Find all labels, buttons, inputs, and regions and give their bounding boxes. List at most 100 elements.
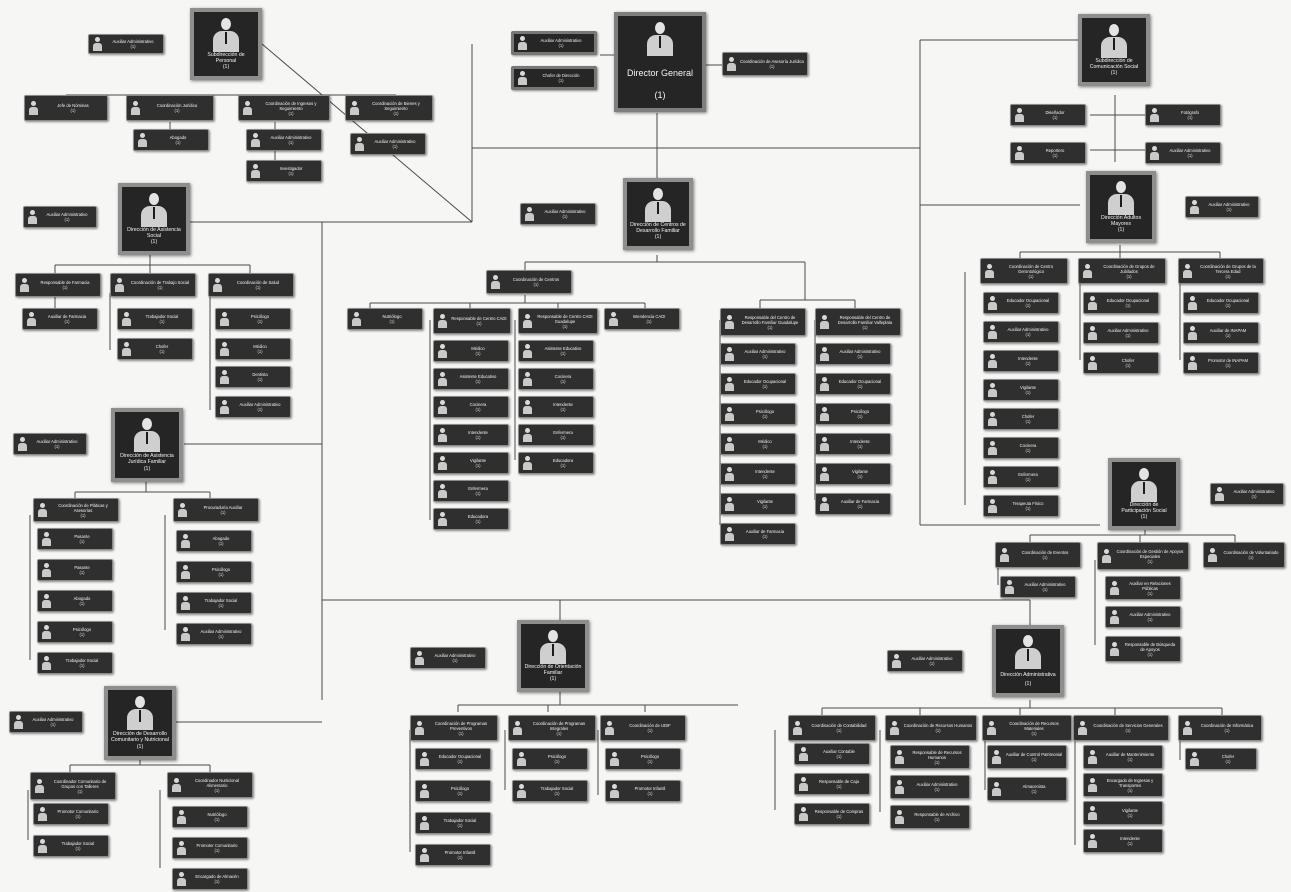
position-coordinacion-de-recursos-humanos[interactable]: Coordinación de Recursos Humanos(1) [885,715,977,741]
position-abogado[interactable]: Abogado(1) [37,590,113,612]
position-promotor-comunitario[interactable]: Promotor Comunitario(1) [172,837,248,859]
position-auxiliar-administrativo[interactable]: Auxiliar Administrativo(1) [890,775,970,799]
position-auxiliar-de-control-patrimonial[interactable]: Auxiliar de Control Patrimonial(1) [987,745,1067,769]
position-coordinacion-de-gestion-de-apoyos-especiales[interactable]: Coordinación de Gestión de Apoyos Especi… [1097,542,1189,570]
position-responsable-de-compras[interactable]: Responsable de Compras(1) [794,803,870,825]
position-responsable-de-caja[interactable]: Responsable de Caja(1) [794,773,870,795]
unit-direccion-de-asistencia-social[interactable]: Dirección de Asistencia Social(1) [118,183,190,255]
position-coordinacion-de-servicios-generales[interactable]: Coordinación de Servicios Generales(1) [1073,715,1169,741]
position-asistente-educativo[interactable]: Asistente Educativo(1) [433,368,509,390]
unit-direccion-adultos-mayores[interactable]: Dirección Adultos Mayores(1) [1086,171,1156,243]
position-abogado[interactable]: Abogado(1) [176,530,252,552]
position-chofer[interactable]: Chofer(1) [983,408,1059,430]
position-responsable-de-farmacia[interactable]: Responsable de Farmacia(1) [15,273,101,297]
position-coordinacion-juridica[interactable]: Coordinación Jurídica(1) [126,95,214,121]
position-auxiliar-administrativo[interactable]: Auxiliar Administrativo(1) [1145,142,1221,164]
position-encargado-de-ingresos-y-transportes[interactable]: Encargado de Ingresos y Transportes(1) [1083,773,1163,797]
unit-director-general[interactable]: Director General(1) [614,12,706,112]
position-educador-ocupacional[interactable]: Educador Ocupacional(1) [815,373,891,395]
position-abogado[interactable]: Abogado(1) [133,129,209,151]
position-trabajador-social[interactable]: Trabajador Social(1) [176,592,252,614]
position-educador-ocupacional[interactable]: Educador Ocupacional(1) [983,292,1059,314]
position-auxiliar-administrativo[interactable]: Auxiliar Administrativo(1) [1105,606,1181,628]
position-educadora[interactable]: Educadora(1) [518,452,594,474]
position-intendente[interactable]: Intendente(1) [1083,829,1163,853]
position-nutriologo[interactable]: Nutriólogo(1) [347,308,423,330]
position-auxiliar-administrativo[interactable]: Auxiliar Administrativo(1) [720,343,796,365]
position-cocinera[interactable]: Cocinera(1) [983,437,1059,459]
position-intendente[interactable]: Intendente(1) [720,463,796,485]
position-responsable-de-archivo[interactable]: Responsable de Archivo(1) [890,805,970,829]
position-trabajador-social[interactable]: Trabajador Social(1) [37,652,113,674]
position-auxiliar-administrativo[interactable]: Auxiliar Administrativo(1) [887,650,963,672]
unit-direccion-de-centros-de-desarrollo-familiar[interactable]: Dirección de Centros de Desarrollo Famil… [623,178,693,250]
position-vigilante[interactable]: Vigilante(1) [815,463,891,485]
position-coordinacion-de-programas-integrales[interactable]: Coordinación de Programas Integrales(1) [508,715,596,741]
position-promotor-infantil[interactable]: Promotor Infantil(1) [415,844,491,866]
position-trabajador-social[interactable]: Trabajador Social(1) [415,812,491,834]
position-cocinera[interactable]: Cocinera(1) [518,368,594,390]
position-auxiliar-administrativo[interactable]: Auxiliar Administrativo(1) [1210,483,1284,505]
position-intendente[interactable]: Intendente(1) [983,350,1059,372]
position-responsable-de-centro-cadi[interactable]: Responsable de Centro CADI(1) [433,308,511,334]
position-auxiliar-administrativo[interactable]: Auxiliar Administrativo(1) [176,623,252,645]
position-cocinera[interactable]: Cocinera(1) [433,396,509,418]
position-auxiliar-administrativo[interactable]: Auxiliar Administrativo(1) [1083,322,1159,344]
position-auxiliar-contable[interactable]: Auxiliar Contable(1) [794,743,870,765]
position-psicologo[interactable]: Psicólogo(1) [605,748,681,770]
position-vigilante[interactable]: Vigilante(1) [1083,801,1163,825]
position-auxiliar-administrativo[interactable]: Auxiliar Administrativo(1) [9,711,83,733]
position-jefe-de-nominas[interactable]: Jefe de Nóminas(1) [24,95,108,121]
position-auxiliar-administrativo[interactable]: Auxiliar Administrativo(1) [88,34,164,54]
position-auxiliar-administrativo[interactable]: Auxiliar Administrativo(1) [511,31,597,55]
position-procuraduria-auxiliar[interactable]: Procuraduría Auxiliar(1) [173,498,259,522]
unit-direccion-de-asistencia-juridica-familiar[interactable]: Dirección de Asistencia Jurídica Familia… [111,408,183,482]
position-chofer[interactable]: Chofer(1) [1083,352,1159,374]
position-auxiliar-administrativo[interactable]: Auxiliar Administrativo(1) [983,321,1059,343]
unit-direccion-administrativa[interactable]: Dirección Administrativa(1) [992,625,1064,697]
position-psicologo[interactable]: Psicólogo(1) [512,748,588,770]
position-promotor-comunitario[interactable]: Promotor Comunitario(1) [33,803,109,825]
position-responsable-de-recursos-humanos[interactable]: Responsable de Recursos Humanos(1) [890,745,970,769]
position-psicologo[interactable]: Psicólogo(1) [215,308,291,330]
position-trabajador-social[interactable]: Trabajador Social(1) [117,308,193,330]
position-coordinacion-de-grupos-de-la-tercera-edad[interactable]: Coordinación de Grupos de la Tercera Eda… [1178,258,1264,284]
position-chofer[interactable]: Chofer(1) [117,338,193,360]
position-auxiliar-administrativo[interactable]: Auxiliar Administrativo(1) [215,396,291,418]
position-psicologo[interactable]: Psicólogo(1) [176,561,252,583]
position-auxiliar-de-farmacia[interactable]: Auxiliar de Farmacia(1) [22,308,98,330]
position-psicologo[interactable]: Psicólogo(1) [720,403,796,425]
position-responsable-de-centro-cadi-guadalupe[interactable]: Responsable de Centro CADI Guadalupe(1) [518,308,598,334]
position-reportero[interactable]: Reportero(1) [1010,142,1086,164]
position-auxiliar-administrativo[interactable]: Auxiliar Administrativo(1) [410,647,486,669]
position-coordinador-nutricional-alimentario[interactable]: Coordinador Nutricional Alimentario(1) [167,772,253,798]
position-coordinacion-de-trabajo-social[interactable]: Coordinación de Trabajo Social(1) [110,273,196,297]
unit-subdireccion-de-comunicacion-social[interactable]: Subdirección de Comunicación Social(1) [1078,14,1150,86]
position-medico[interactable]: Médico(1) [720,433,796,455]
position-encargado-de-almacen[interactable]: Encargado de Almacén(1) [172,868,248,890]
position-educador-ocupacional[interactable]: Educador Ocupacional(1) [415,748,491,770]
position-coordinacion-de-centros[interactable]: Coordinación de Centros(1) [486,270,572,294]
position-coordinacion-de-recursos-materiales[interactable]: Coordinación de Recursos Materiales(1) [982,715,1072,741]
position-coordinacion-de-platicas-y-asesorias[interactable]: Coordinación de Pláticas y Asesorías(1) [33,498,119,522]
position-auxiliar-administrativo[interactable]: Auxiliar Administrativo(1) [23,206,97,228]
position-promotor-de-inapam[interactable]: Promotor de INAPAM(1) [1183,352,1259,374]
position-auxiliar-de-inapam[interactable]: Auxiliar de INAPAM(1) [1183,322,1259,344]
position-psicologo[interactable]: Psicólogo(1) [415,780,491,802]
unit-direccion-de-orientacion-familiar[interactable]: Dirección de Orientación Familiar(1) [517,620,589,692]
position-coordinacion-de-centro-gerontologico[interactable]: Coordinación de Centro Gerontológico(1) [980,258,1068,284]
position-coordinacion-de-voluntariado[interactable]: Coordinación de Voluntariado(1) [1203,542,1285,568]
position-auxiliar-de-farmacia[interactable]: Auxiliar de Farmacia(1) [815,493,891,515]
position-coordinacion-de-programas-preventivos[interactable]: Coordinación de Programas Preventivos(1) [410,715,498,741]
position-auxiliar-administrativo[interactable]: Auxiliar Administrativo(1) [1000,576,1076,598]
position-chofer-de-direccion[interactable]: Chofer de Dirección(1) [511,66,597,90]
position-vigilante[interactable]: Vigilante(1) [720,493,796,515]
position-coordinacion-de-udif[interactable]: Coordinación de UDIF(1) [600,715,686,741]
position-chofer[interactable]: Chofer(1) [1185,748,1257,770]
position-coordinacion-de-bienes-y-seguimiento[interactable]: Coordinación de Bienes y Seguimiento(1) [345,95,433,121]
position-educador-ocupacional[interactable]: Educador Ocupacional(1) [1183,292,1259,314]
position-coordinacion-de-asesoria-juridica[interactable]: Coordinación de Asesoría Jurídica(1) [722,52,808,76]
position-dentista[interactable]: Dentista(1) [215,366,291,388]
position-enfermera[interactable]: Enfermera(1) [983,466,1059,488]
position-coordinacion-de-salud[interactable]: Coordinación de Salud(1) [208,273,294,297]
